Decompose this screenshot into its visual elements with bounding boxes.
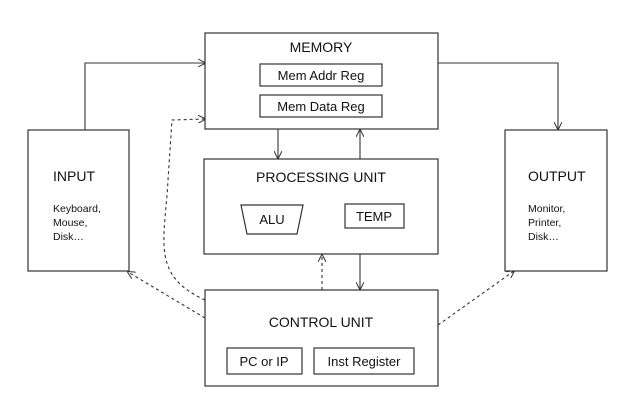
alu-shape [240,204,304,235]
input-device: Keyboard, [53,203,101,215]
input-title: INPUT [53,168,95,184]
control-unit-title: CONTROL UNIT [269,314,374,330]
control-unit-box: CONTROL UNIT PC or IP Inst Register [204,289,439,387]
mem-data-reg-box [259,94,383,118]
pc-label: PC or IP [239,354,288,369]
processing-unit-box: PROCESSING UNIT ALU TEMP [203,158,439,255]
output-device: Monitor, [528,203,565,215]
connectors [84,62,558,326]
mem-addr-reg-label: Mem Addr Reg [278,68,365,83]
arrow-control-to-input [128,272,206,319]
inst-register-label: Inst Register [328,354,402,369]
output-title: OUTPUT [528,168,586,184]
temp-label: TEMP [356,209,392,224]
arrow-control-to-output [437,271,514,326]
arrow-control-to-memory [163,119,205,301]
arrow-input-to-memory [84,63,205,130]
mem-data-reg-label: Mem Data Reg [277,99,364,114]
input-device: Mouse, [53,217,87,229]
alu-label: ALU [259,212,284,227]
output-box: OUTPUT Monitor, Printer, Disk… [504,129,608,272]
output-device: Disk… [528,231,559,243]
output-device: Printer, [528,217,561,229]
processing-unit-title: PROCESSING UNIT [256,169,386,185]
pc-box [226,347,303,375]
memory-title: MEMORY [290,39,353,55]
arrow-memory-to-output [438,62,558,129]
mem-addr-reg-box [259,63,383,87]
input-device: Disk… [53,231,84,243]
input-box: INPUT Keyboard, Mouse, Disk… [27,129,130,272]
memory-box: MEMORY Mem Addr Reg Mem Data Reg [204,32,439,130]
inst-register-box [313,347,415,375]
temp-box [344,203,405,229]
